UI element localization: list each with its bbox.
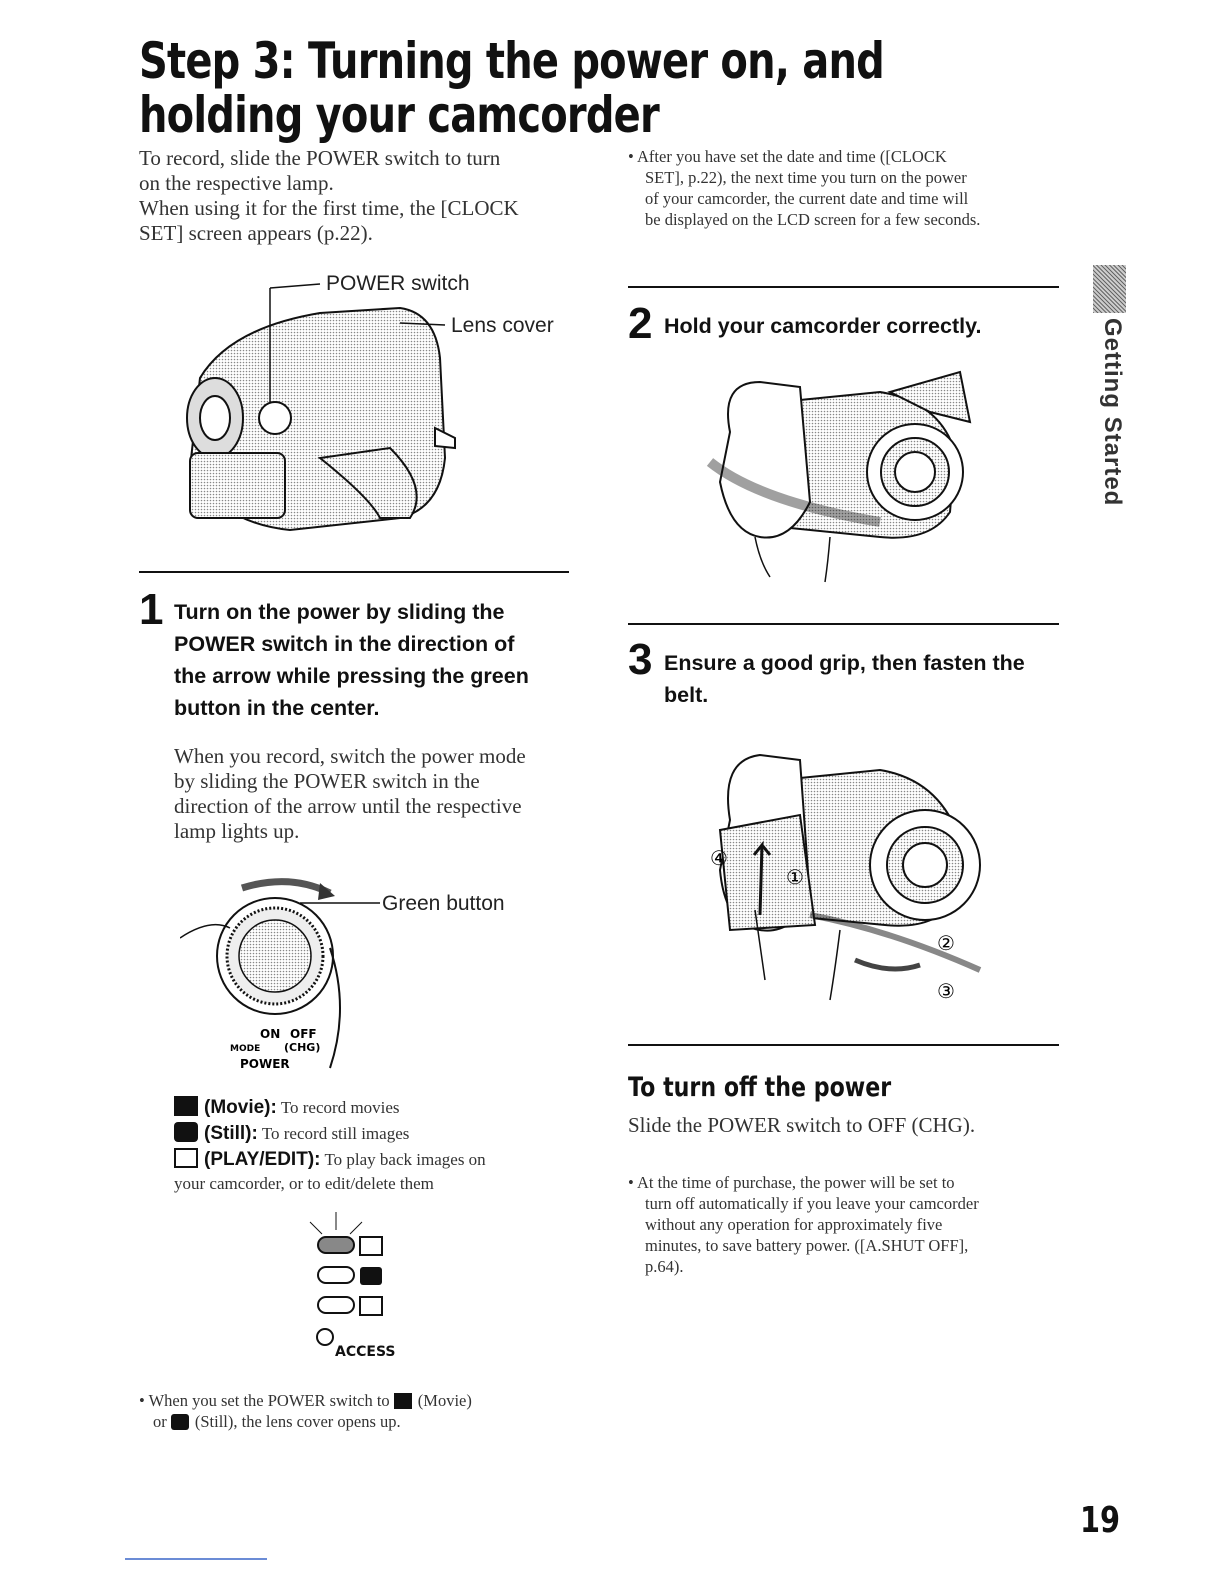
mode-desc: To record movies <box>280 1098 400 1117</box>
step1-heading: Turn on the power by sliding the POWER s… <box>174 596 574 724</box>
lens-cover-label: Lens cover <box>451 314 554 337</box>
movie-icon <box>174 1096 198 1116</box>
step1-body-line: When you record, switch the power mode <box>174 744 526 768</box>
note-text: or <box>153 1412 167 1431</box>
section-tab-marker <box>1093 265 1126 313</box>
camcorder-figure <box>170 268 570 558</box>
divider <box>628 286 1059 288</box>
step1-body-line: direction of the arrow until the respect… <box>174 794 522 818</box>
mode-name: (PLAY/EDIT): <box>204 1149 321 1170</box>
divider <box>139 571 569 573</box>
mode-item-movie: (Movie): To record movies <box>174 1096 574 1122</box>
note-line: be displayed on the LCD screen for a few… <box>645 210 981 229</box>
page-title: Step 3: Turning the power on, and holdin… <box>139 32 885 144</box>
green-button-label: Green button <box>382 892 505 915</box>
note-line: turn off automatically if you leave your… <box>645 1194 979 1213</box>
dial-off-text: OFF <box>290 1027 317 1041</box>
dial-power-text: POWER <box>240 1057 290 1071</box>
intro-line: To record, slide the POWER switch to tur… <box>139 146 501 170</box>
callout-3: ③ <box>937 979 955 1003</box>
note-text: (Movie) <box>417 1391 472 1410</box>
mode-desc: To play back images on <box>324 1150 486 1169</box>
note-line: or (Still), the lens cover opens up. <box>139 1411 579 1432</box>
mode-name: (Still): <box>204 1123 258 1144</box>
step1-body-line: by sliding the POWER switch in the <box>174 769 480 793</box>
intro-line: on the respective lamp. <box>139 171 334 195</box>
step1-heading-line: button in the center. <box>174 696 380 720</box>
intro-line: When using it for the first time, the [C… <box>139 196 519 220</box>
note-auto-off: • At the time of purchase, the power wil… <box>628 1172 1068 1277</box>
note-line: without any operation for approximately … <box>645 1215 943 1234</box>
belt-figure: ① ② ③ ④ <box>690 730 1000 1020</box>
note-text: When you set the POWER switch to <box>148 1391 390 1410</box>
footer-link-line <box>125 1558 267 1560</box>
mode-desc: To record still images <box>261 1124 410 1143</box>
mode-item-still: (Still): To record still images <box>174 1122 574 1148</box>
note-line: • After you have set the date and time (… <box>628 147 947 166</box>
mode-desc: your camcorder, or to edit/delete them <box>174 1174 434 1193</box>
dial-chg-text: (CHG) <box>284 1041 320 1054</box>
step1-heading-line: Turn on the power by sliding the <box>174 600 505 624</box>
mode-list: (Movie): To record movies (Still): To re… <box>174 1096 574 1194</box>
callout-2: ② <box>937 931 955 955</box>
step1-heading-line: POWER switch in the direction of <box>174 632 515 656</box>
hold-camcorder-figure <box>700 362 980 592</box>
step1-heading-line: the arrow while pressing the green <box>174 664 529 688</box>
callout-1: ① <box>786 865 804 889</box>
mode-lamps <box>300 1212 420 1372</box>
note-line: of your camcorder, the current date and … <box>645 189 969 208</box>
step-number: 3 <box>628 635 653 684</box>
movie-icon <box>393 1393 412 1409</box>
callout-4: ④ <box>710 846 728 870</box>
mode-name: (Movie): <box>204 1097 277 1118</box>
note-text: After you have set the date and time ([C… <box>637 147 947 166</box>
dial-on-text: ON <box>260 1027 280 1041</box>
camcorder-illustration <box>186 283 456 532</box>
power-off-body: Slide the POWER switch to OFF (CHG). <box>628 1113 976 1137</box>
intro-line: SET] screen appears (p.22). <box>139 221 373 245</box>
dial-mode-text: MODE <box>230 1044 260 1054</box>
power-off-heading: To turn off the power <box>628 1072 892 1103</box>
power-switch-label: POWER switch <box>326 272 470 295</box>
hold-camcorder-illustration <box>706 370 972 583</box>
page-number: 19 <box>1080 1500 1121 1541</box>
note-line: • At the time of purchase, the power wil… <box>628 1173 955 1192</box>
note-line: p.64). <box>645 1257 684 1276</box>
section-tab-label: Getting Started <box>1099 318 1126 507</box>
divider <box>628 1044 1059 1046</box>
note-lens-cover: • When you set the POWER switch to (Movi… <box>139 1390 579 1432</box>
power-dial-illustration: ON OFF MODE (CHG) POWER <box>179 878 380 1071</box>
step3-heading-line: belt. <box>664 683 709 707</box>
step3-heading: Ensure a good grip, then fasten the belt… <box>664 647 1084 711</box>
note-line: SET], p.22), the next time you turn on t… <box>645 168 967 187</box>
intro-text: To record, slide the POWER switch to tur… <box>139 146 519 246</box>
step3-heading-line: Ensure a good grip, then fasten the <box>664 651 1025 675</box>
step2-heading: Hold your camcorder correctly. <box>664 314 982 338</box>
mode-item-play: (PLAY/EDIT): To play back images on <box>174 1148 574 1174</box>
note-clock: • After you have set the date and time (… <box>628 146 1068 230</box>
play-icon <box>174 1148 198 1168</box>
note-text: At the time of purchase, the power will … <box>637 1173 955 1192</box>
camera-icon <box>170 1414 189 1430</box>
mode-lamps-illustration <box>309 1212 383 1346</box>
step1-body-line: lamp lights up. <box>174 819 300 843</box>
note-text: (Still), the lens cover opens up. <box>194 1412 401 1431</box>
step1-body: When you record, switch the power mode b… <box>174 744 526 844</box>
belt-illustration: ① ② ③ ④ <box>710 753 982 1003</box>
note-line: • When you set the POWER switch to (Movi… <box>139 1391 472 1410</box>
step-number: 1 <box>139 585 164 634</box>
power-dial-figure: ON OFF MODE (CHG) POWER <box>179 868 380 1080</box>
access-label: ACCESS <box>335 1344 396 1360</box>
note-line: minutes, to save battery power. ([A.SHUT… <box>645 1236 969 1255</box>
divider <box>628 623 1059 625</box>
camera-icon <box>174 1122 198 1142</box>
step-number: 2 <box>628 299 653 348</box>
